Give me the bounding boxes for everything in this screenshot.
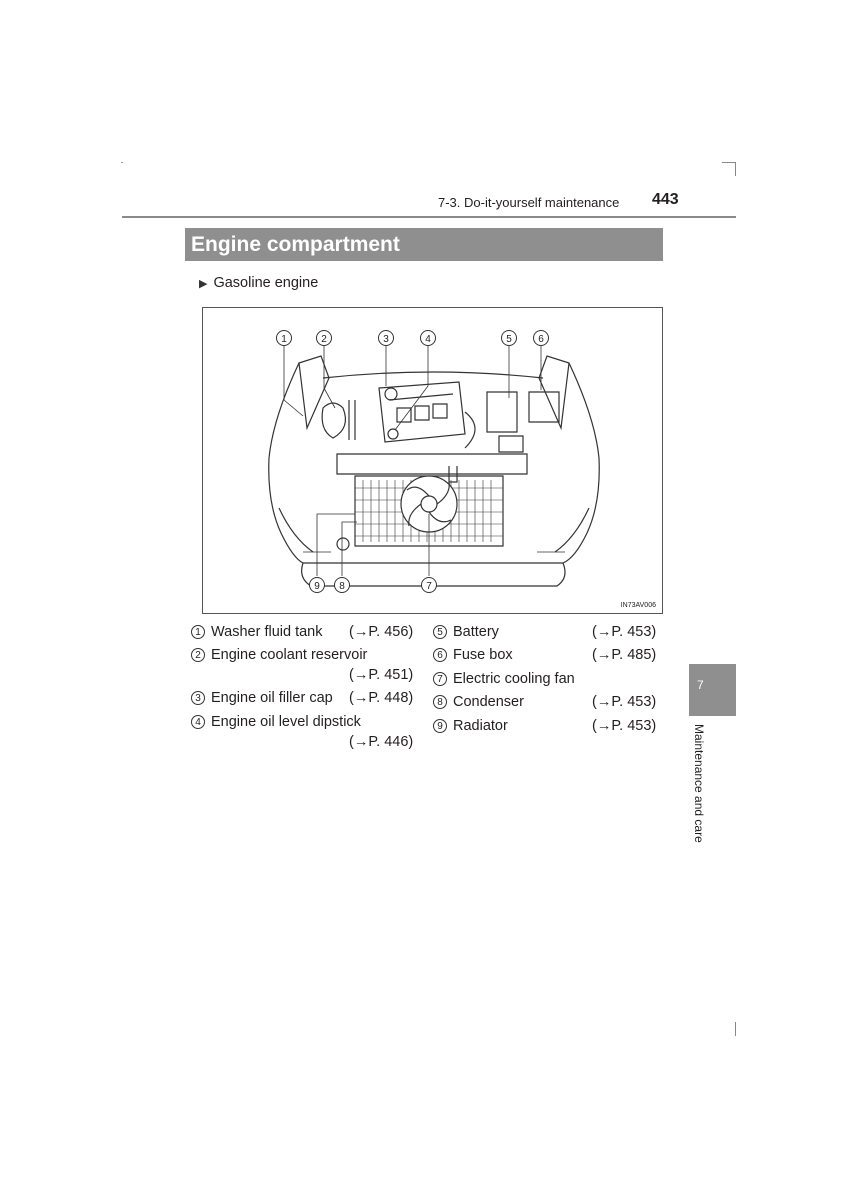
- legend-label: Electric cooling fan: [453, 671, 575, 687]
- legend-label: Engine oil level dipstick: [211, 714, 361, 730]
- header-rule: [122, 216, 736, 218]
- running-header-section: 7-3. Do-it-yourself maintenance: [438, 195, 620, 210]
- legend-item: 8 Condenser: [433, 694, 524, 711]
- legend-item: 2 Engine coolant reservoir: [191, 647, 367, 664]
- crop-mark: [735, 1022, 736, 1036]
- chapter-tab: 7: [689, 664, 736, 716]
- triangle-bullet-icon: ▶: [199, 278, 208, 290]
- crop-mark: [121, 162, 123, 163]
- legend-item: 6 Fuse box: [433, 647, 513, 664]
- legend-item: 7 Electric cooling fan: [433, 671, 575, 688]
- legend-label: Condenser: [453, 694, 524, 710]
- page-reference: (→P. 453): [592, 624, 657, 640]
- page-title-text: Engine compartment: [191, 233, 400, 256]
- page-reference: (→P. 453): [592, 718, 657, 734]
- legend-label: Battery: [453, 624, 499, 640]
- legend-label: Engine coolant reservoir: [211, 647, 368, 663]
- page-number: 443: [652, 191, 679, 208]
- page-reference: (→P. 448): [349, 690, 414, 706]
- page-title: Engine compartment: [185, 228, 663, 261]
- callout-number: 2: [321, 334, 327, 345]
- legend-number: 7: [433, 672, 447, 686]
- chapter-label: Maintenance and care: [692, 724, 706, 843]
- callout-8: [334, 577, 350, 593]
- legend-item: 4 Engine oil level dipstick: [191, 714, 361, 731]
- callout-number: 8: [339, 581, 345, 592]
- legend-label: Washer fluid tank: [211, 624, 323, 640]
- page-reference: (→P. 485): [592, 647, 657, 663]
- chapter-number: 7: [697, 678, 704, 692]
- callout-7: [421, 577, 437, 593]
- legend-number: 5: [433, 625, 447, 639]
- figure-code: IN73AV006: [620, 602, 656, 609]
- legend-number: 6: [433, 648, 447, 662]
- legend-item: 1 Washer fluid tank: [191, 624, 322, 641]
- page-reference: (→P. 446): [349, 734, 414, 750]
- legend-label: Fuse box: [453, 647, 513, 663]
- legend-number: 9: [433, 719, 447, 733]
- engine-illustration: 1 2 3 4 5 6 7 8 9: [268, 330, 600, 593]
- crop-mark: [722, 162, 736, 163]
- legend-number: 4: [191, 715, 205, 729]
- callout-6: [533, 330, 549, 346]
- engine-compartment-figure: 1 2 3 4 5 6 7 8 9 IN73AV006: [202, 307, 663, 614]
- callout-number: 7: [426, 581, 432, 592]
- callout-number: 1: [281, 334, 287, 345]
- callout-number: 5: [506, 334, 512, 345]
- legend-label: Engine oil filler cap: [211, 690, 333, 706]
- callout-3: [378, 330, 394, 346]
- legend-item: 3 Engine oil filler cap: [191, 690, 333, 707]
- legend-number: 2: [191, 648, 205, 662]
- legend-item: 9 Radiator: [433, 718, 508, 735]
- page-reference: (→P. 453): [592, 694, 657, 710]
- legend-number: 8: [433, 695, 447, 709]
- page-reference: (→P. 456): [349, 624, 414, 640]
- callout-5: [501, 330, 517, 346]
- callout-number: 4: [425, 334, 431, 345]
- legend-number: 3: [191, 691, 205, 705]
- subheading-text: Gasoline engine: [213, 275, 319, 291]
- callout-number: 6: [538, 334, 544, 345]
- crop-mark: [735, 162, 736, 176]
- callout-2: [316, 330, 332, 346]
- callout-number: 3: [383, 334, 389, 345]
- legend-number: 1: [191, 625, 205, 639]
- page-reference: (→P. 451): [349, 667, 414, 683]
- callout-1: [276, 330, 292, 346]
- callout-4: [420, 330, 436, 346]
- legend-item: 5 Battery: [433, 624, 499, 641]
- callout-number: 9: [314, 581, 320, 592]
- subheading: ▶ Gasoline engine: [199, 275, 318, 291]
- legend-label: Radiator: [453, 718, 508, 734]
- callout-9: [309, 577, 325, 593]
